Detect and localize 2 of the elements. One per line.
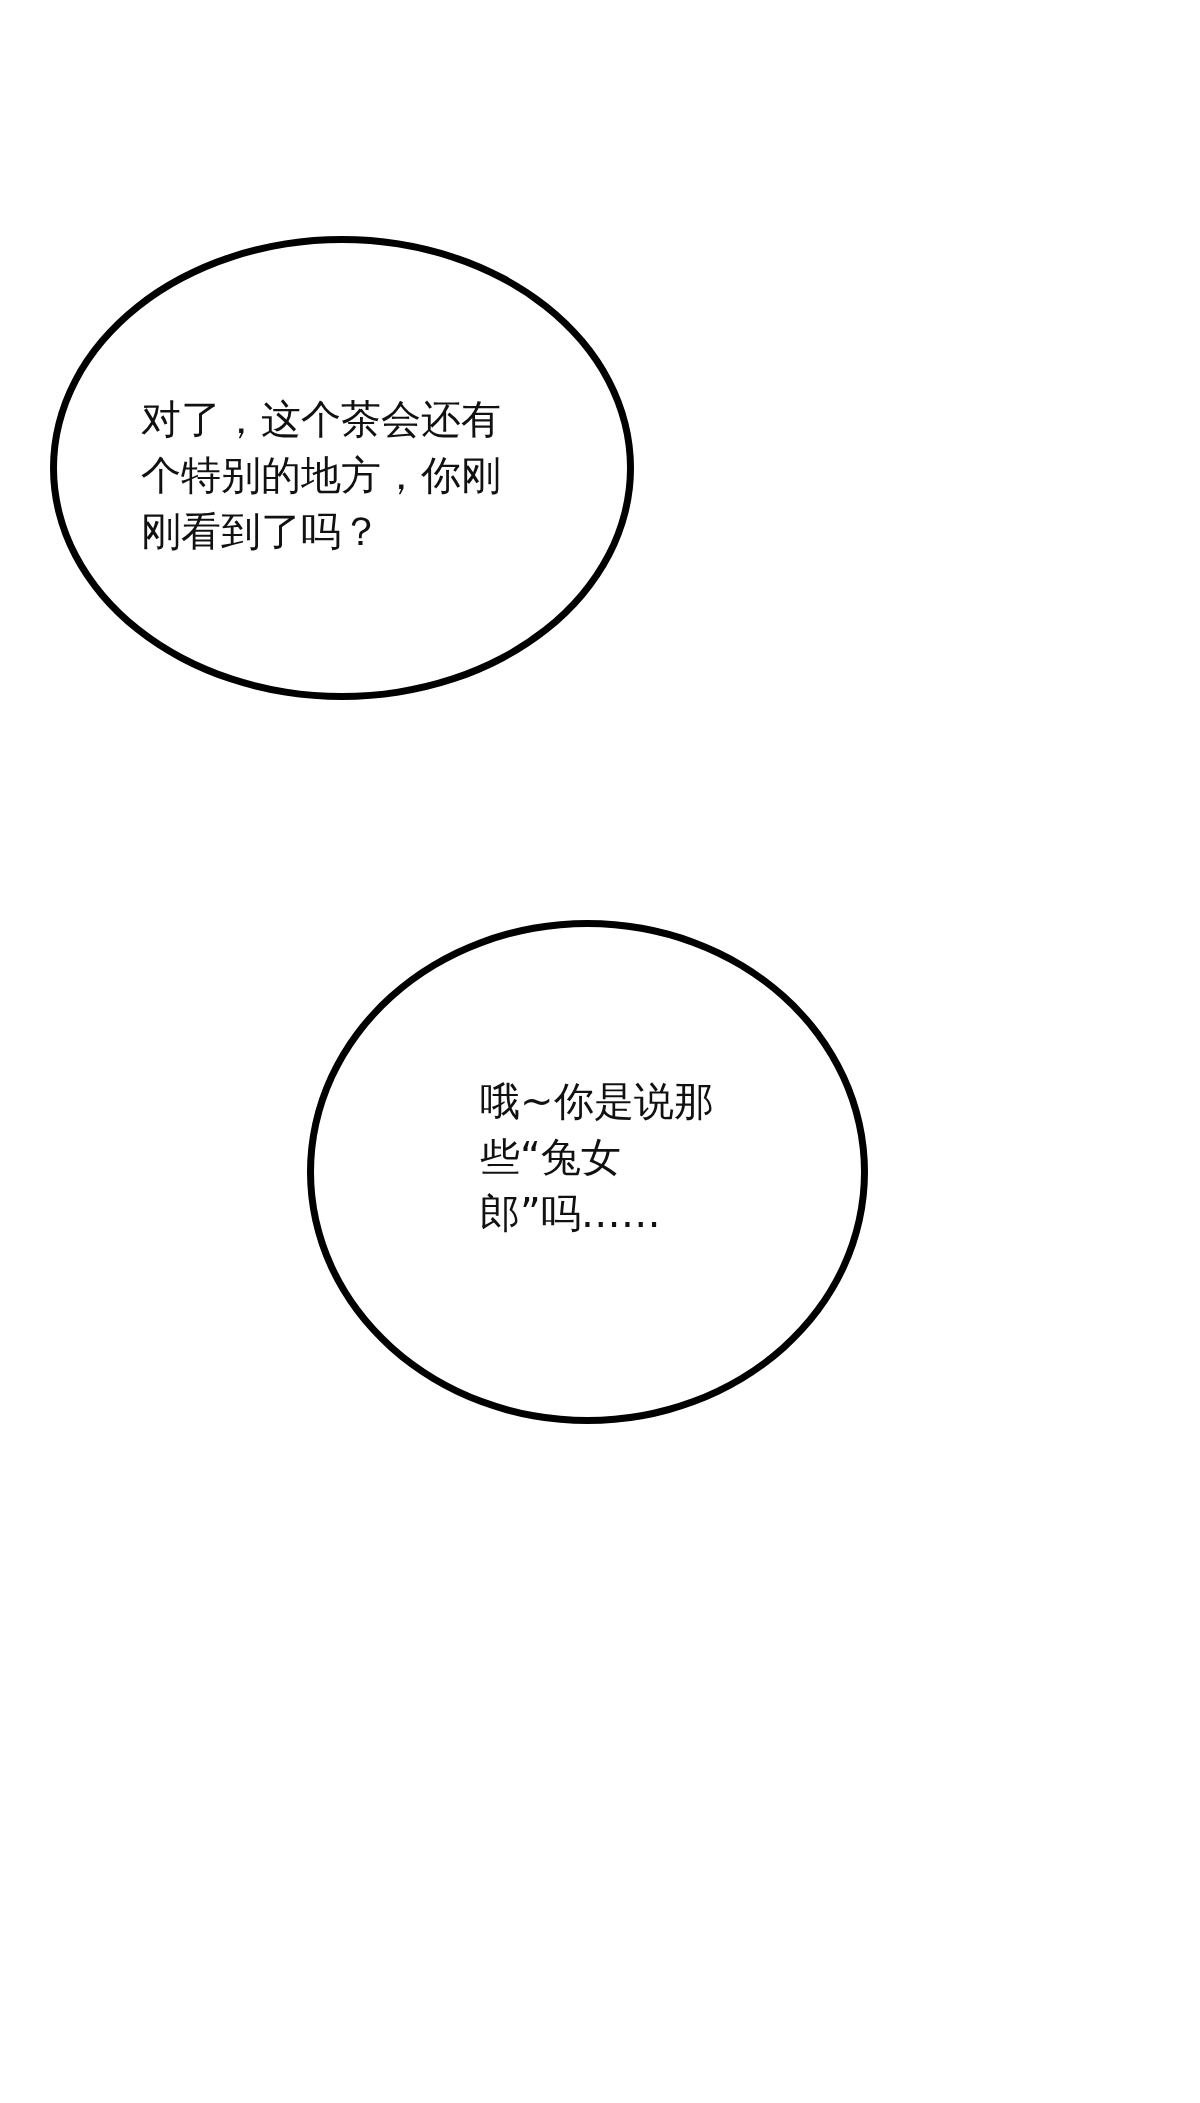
- dialogue-text: 对了，这个茶会还有个特别的地方，你刚刚看到了吗？: [141, 395, 502, 556]
- dialogue-text: 哦~你是说那些“兔女郎”吗……: [480, 1077, 715, 1238]
